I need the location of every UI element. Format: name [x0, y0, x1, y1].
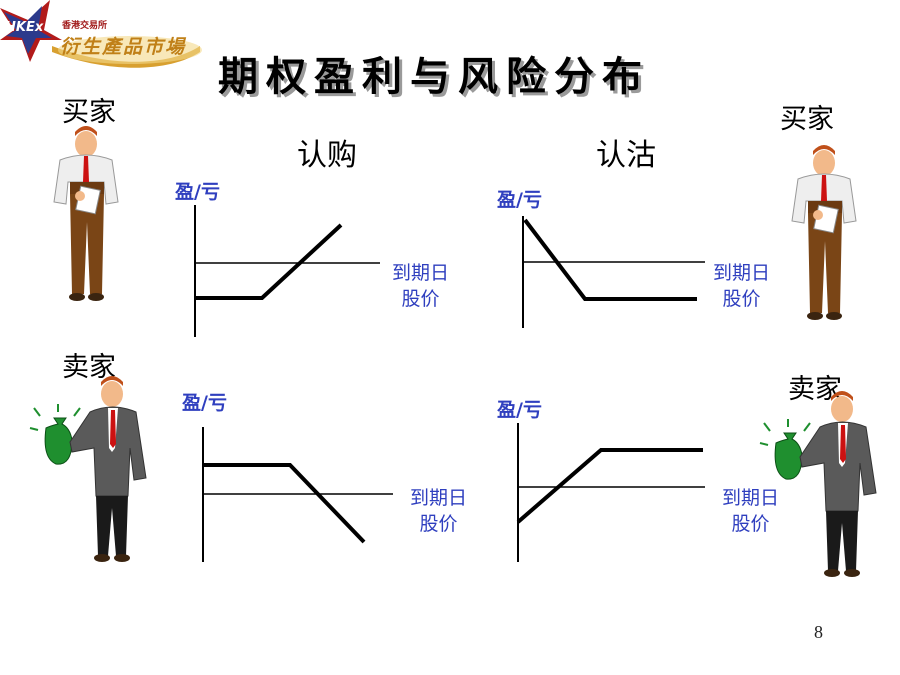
- chart-call-buyer-xlabel: 到期日 股价: [392, 260, 449, 312]
- chart-call-seller-xlabel-line1: 到期日: [410, 487, 468, 509]
- chart-call-seller-ylabel: 盈/亏: [182, 392, 227, 414]
- money-bag-icon: [759, 419, 811, 480]
- money-bag-icon: [29, 404, 81, 465]
- chart-call-buyer-payoff-line: [195, 223, 343, 300]
- chart-put-seller-xlabel: 到期日 股价: [722, 485, 779, 537]
- logo-line2: 衍生產品市場: [60, 36, 187, 58]
- seller-figure-right: [759, 391, 877, 577]
- hkex-logo: HKEx 香港交易所 衍生產品市場: [0, 0, 210, 70]
- chart-put-seller-payoff-line: [516, 448, 703, 524]
- header-call: 认购: [297, 138, 357, 173]
- chart-call-seller-payoff-line: [203, 463, 366, 544]
- chart-put-seller-ylabel: 盈/亏: [497, 399, 542, 421]
- chart-put-buyer-xlabel-line2: 股价: [722, 288, 761, 310]
- chart-call-buyer-xlabel-line1: 到期日: [392, 262, 450, 284]
- buyer-figure-right: [791, 145, 857, 320]
- chart-put-buyer-xlabel-line1: 到期日: [713, 262, 771, 284]
- role-seller-right: 卖家: [788, 374, 842, 405]
- logo-line1: 香港交易所: [62, 21, 108, 31]
- buyer-figure-left: [53, 126, 119, 301]
- logo-mark-text: HKEx: [5, 20, 44, 35]
- chart-put-buyer-payoff-line: [523, 218, 697, 301]
- header-put: 认沽: [596, 138, 656, 173]
- page-title: 期权盈利与风险分布: [218, 54, 650, 100]
- role-buyer-left: 买家: [62, 97, 116, 128]
- logo-graphic: [0, 0, 202, 68]
- chart-put-buyer-ylabel: 盈/亏: [497, 189, 542, 211]
- chart-put-buyer-xlabel: 到期日 股价: [713, 260, 770, 312]
- chart-call-seller-xlabel-line2: 股价: [419, 513, 458, 535]
- chart-put-seller-xlabel-line2: 股价: [731, 513, 770, 535]
- chart-call-buyer-xlabel-line2: 股价: [401, 288, 440, 310]
- chart-call-seller-xlabel: 到期日 股价: [410, 485, 467, 537]
- page-number: 8: [814, 622, 823, 642]
- chart-put-seller-xlabel-line1: 到期日: [722, 487, 780, 509]
- seller-figure-left: [29, 376, 147, 562]
- chart-call-buyer-ylabel: 盈/亏: [175, 181, 220, 203]
- role-buyer-right: 买家: [780, 104, 834, 135]
